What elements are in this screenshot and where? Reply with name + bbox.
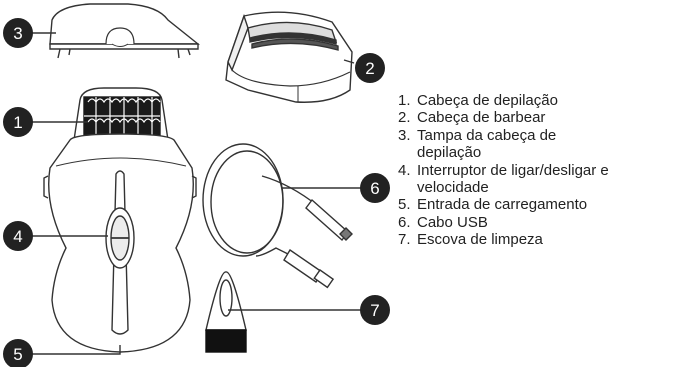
- callout-marker-1: 1: [3, 107, 33, 137]
- callout-number: 7: [370, 301, 379, 320]
- legend-item: 2. Cabeça de barbear: [398, 109, 678, 126]
- legend-item: 4. Interruptor de ligar/desligar e veloci…: [398, 162, 678, 197]
- legend-item-number: 4.: [398, 161, 411, 179]
- legend-item-label: Cabeça de barbear: [417, 109, 546, 127]
- callout-number: 5: [13, 345, 22, 364]
- legend-item-number: 5.: [398, 196, 411, 214]
- callout-number: 1: [13, 113, 22, 132]
- callout-number: 6: [370, 179, 379, 198]
- legend-item: 3. Tampa da cabeça de depilação: [398, 127, 613, 162]
- legend-item-number: 2.: [398, 109, 411, 127]
- legend-item-number: 1.: [398, 92, 411, 109]
- parts-legend: 1. Cabeça de depilação 2. Cabeça de barbea…: [398, 92, 678, 249]
- callout-marker-4: 4: [3, 221, 33, 251]
- callout-leader-lines: [32, 32, 362, 355]
- legend-item-number: 3.: [398, 126, 411, 144]
- legend-item-label: Entrada de carregamento: [417, 196, 588, 214]
- legend-item: 5. Entrada de carregamento: [398, 196, 678, 213]
- legend-item-label: Interruptor de ligar/desligar e velocida…: [417, 161, 609, 197]
- callout-marker-3: 3: [3, 18, 33, 48]
- legend-item: 1. Cabeça de depilação: [398, 92, 678, 109]
- callout-number: 3: [13, 24, 22, 43]
- callout-marker-2: 2: [355, 53, 385, 83]
- legend-item-label: Tampa da cabeça de depilação: [417, 126, 557, 162]
- epilator-body-illustration: [43, 87, 197, 353]
- epilation-head-cover-illustration: [49, 3, 200, 59]
- legend-item-label: Escova de limpeza: [417, 231, 543, 249]
- callout-marker-5: 5: [3, 339, 33, 367]
- legend-item-label: Cabo USB: [417, 213, 488, 231]
- shaving-head-illustration: [225, 11, 353, 103]
- callout-number: 2: [365, 59, 374, 78]
- callout-marker-7: 7: [360, 295, 390, 325]
- legend-item: 7. Escova de limpeza: [398, 231, 678, 248]
- legend-item-number: 7.: [398, 231, 411, 249]
- callout-number: 4: [13, 227, 22, 246]
- legend-item: 6. Cabo USB: [398, 214, 678, 231]
- usb-cable-illustration: [202, 143, 353, 289]
- legend-item-number: 6.: [398, 213, 411, 231]
- legend-item-label: Cabeça de depilação: [417, 92, 558, 109]
- callout-marker-6: 6: [360, 173, 390, 203]
- cleaning-brush-illustration: [205, 271, 247, 353]
